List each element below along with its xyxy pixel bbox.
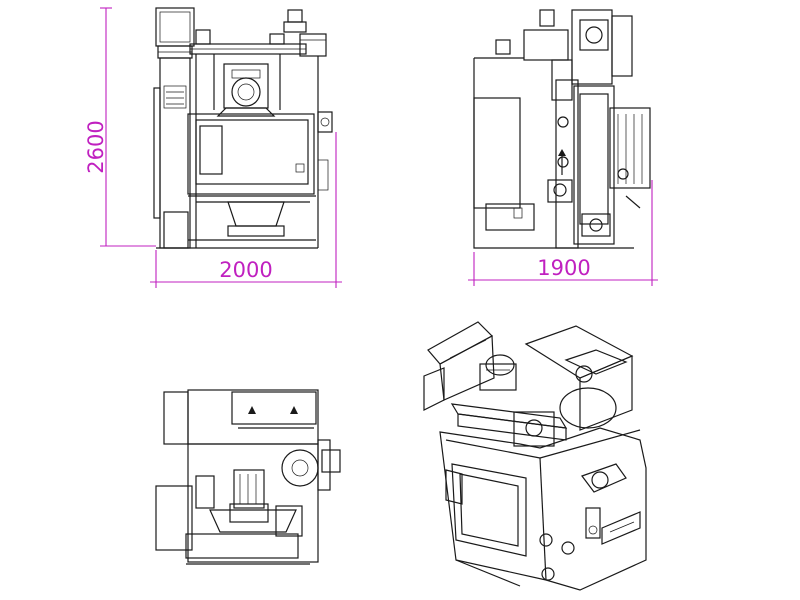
side-dimensions: 1900	[468, 180, 658, 286]
dimension-width-side-label: 1900	[537, 256, 590, 280]
dimension-height-label: 2600	[84, 120, 108, 173]
isometric-view	[423, 321, 647, 591]
dimension-width-front-label: 2000	[219, 258, 272, 282]
front-dimensions: 2600 2000	[84, 7, 342, 288]
top-view	[155, 389, 341, 565]
side-view	[473, 9, 651, 249]
front-view	[153, 7, 333, 249]
